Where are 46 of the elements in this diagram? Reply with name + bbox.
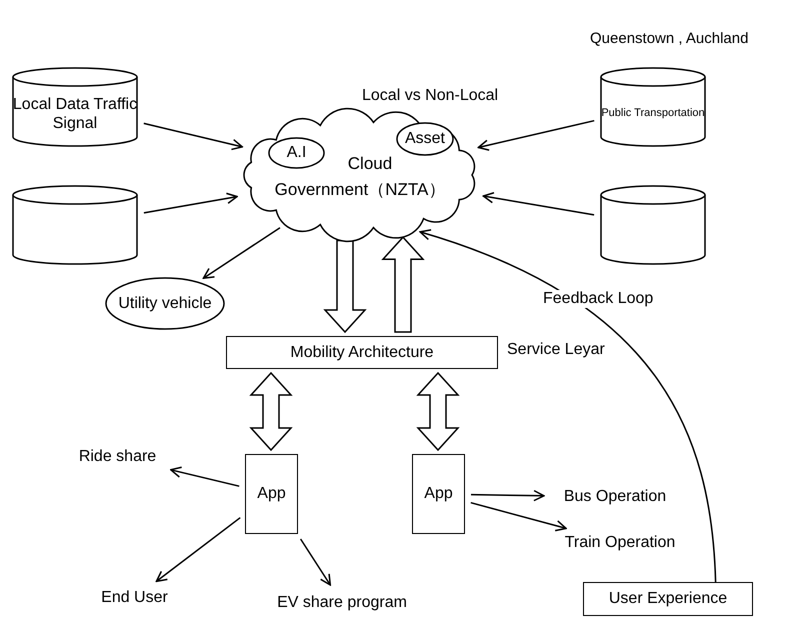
database-cylinder bbox=[600, 185, 706, 265]
database-cylinder bbox=[600, 67, 706, 147]
cloud-title: Cloud bbox=[346, 154, 394, 174]
output-label: EV share program bbox=[262, 590, 422, 616]
arrow bbox=[156, 517, 241, 582]
ellipse-node bbox=[396, 122, 454, 156]
ellipse-node bbox=[105, 277, 225, 330]
arrow bbox=[300, 538, 332, 586]
output-label: End User bbox=[92, 585, 177, 611]
node-label: Public Transportation bbox=[601, 107, 705, 121]
side-note: Local vs Non-Local bbox=[362, 87, 498, 105]
double-block-arrow bbox=[249, 372, 293, 452]
node-label: App bbox=[424, 484, 453, 504]
arrow bbox=[470, 502, 567, 532]
output-label: Bus Operation bbox=[550, 484, 680, 510]
block-arrow bbox=[323, 240, 367, 334]
side-note: Service Leyar bbox=[507, 341, 605, 359]
process-box bbox=[583, 582, 753, 616]
database-cylinder bbox=[12, 67, 138, 147]
process-box bbox=[412, 454, 465, 534]
arrow bbox=[470, 490, 545, 502]
cloud-subtitle: Government（NZTA） bbox=[274, 179, 446, 201]
arrow bbox=[144, 122, 244, 150]
arrow bbox=[482, 192, 594, 216]
node-label: App bbox=[257, 484, 286, 504]
node-label: Local Data Traffic Signal bbox=[12, 94, 138, 134]
output-label: Train Operation bbox=[550, 530, 690, 556]
database-cylinder bbox=[12, 185, 138, 265]
arrow bbox=[144, 192, 238, 214]
arrow bbox=[170, 466, 240, 487]
process-box bbox=[245, 454, 298, 534]
node-label: User Experience bbox=[608, 589, 728, 609]
arrow bbox=[478, 120, 594, 151]
process-box bbox=[226, 336, 498, 369]
double-block-arrow bbox=[416, 372, 460, 452]
node-label: Asset bbox=[404, 129, 445, 149]
arrow bbox=[202, 227, 280, 279]
feedback-arrow bbox=[419, 230, 716, 582]
output-label: Ride share bbox=[70, 444, 165, 470]
location-note: Queenstown , Auchland bbox=[590, 30, 748, 47]
node-label: A.I bbox=[286, 143, 306, 163]
edge-label: Feedback Loop bbox=[543, 290, 654, 308]
node-label: Mobility Architecture bbox=[290, 342, 434, 362]
block-arrow bbox=[381, 236, 425, 333]
node-label: Utility vehicle bbox=[118, 294, 212, 314]
ellipse-node bbox=[268, 137, 325, 169]
